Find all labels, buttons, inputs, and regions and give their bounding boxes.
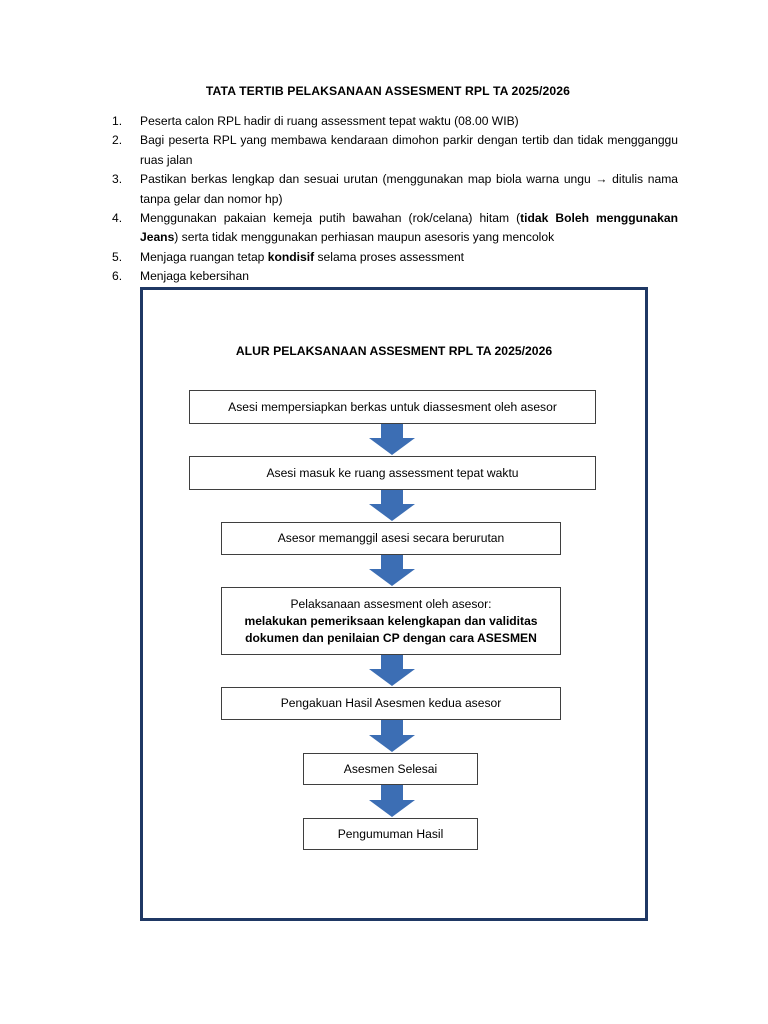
flow-arrow-6 — [369, 785, 415, 817]
flow-arrow-5 — [369, 720, 415, 752]
arrow-shaft — [381, 720, 403, 735]
arrow-shaft — [381, 490, 403, 504]
list-item-number: 3. — [112, 172, 123, 187]
list-item: 5. Menjaga ruangan tetap kondisif selama… — [112, 248, 678, 267]
list-item-number: 4. — [112, 211, 123, 226]
arrow-shaft — [381, 655, 403, 669]
rules-list: 1. Peserta calon RPL hadir di ruang asse… — [112, 112, 678, 287]
list-item-text-plain: Menggunakan pakaian kemeja putih bawahan… — [140, 211, 521, 226]
list-item-text: Menjaga kebersihan — [140, 269, 249, 284]
arrow-shaft — [381, 424, 403, 438]
flow-arrow-2 — [369, 490, 415, 521]
list-item: 3. Pastikan berkas lengkap dan sesuai ur… — [112, 170, 678, 209]
list-item-text: Bagi peserta RPL yang membawa kendaraan … — [140, 133, 678, 167]
flow-step-4-line-1: Pelaksanaan assesment oleh asesor: — [290, 596, 492, 611]
list-item: 1. Peserta calon RPL hadir di ruang asse… — [112, 112, 678, 131]
flow-step-7: Pengumuman Hasil — [303, 818, 478, 850]
arrow-head — [369, 504, 415, 521]
list-item: 4. Menggunakan pakaian kemeja putih bawa… — [112, 209, 678, 248]
flow-arrow-3 — [369, 555, 415, 586]
arrow-head — [369, 569, 415, 586]
list-item-text-plain-tail: selama proses assessment — [314, 249, 465, 264]
flow-step-4: Pelaksanaan assesment oleh asesor: melak… — [221, 587, 561, 655]
flow-step-4-line-3: dokumen dan penilaian CP dengan cara ASE… — [245, 630, 537, 645]
arrow-shaft — [381, 555, 403, 569]
page-title: TATA TERTIB PELAKSANAAN ASSESMENT RPL TA… — [205, 84, 571, 98]
list-item-text: Menjaga ruangan tetap kondisif selama pr… — [140, 250, 464, 264]
flow-arrow-4 — [369, 655, 415, 686]
flow-step-6: Asesmen Selesai — [303, 753, 478, 785]
flow-step-3: Asesor memanggil asesi secara berurutan — [221, 522, 561, 555]
flowchart-frame: ALUR PELAKSANAAN ASSESMENT RPL TA 2025/2… — [140, 287, 648, 921]
arrow-head — [369, 735, 415, 752]
flow-step-1: Asesi mempersiapkan berkas untuk diasses… — [189, 390, 596, 424]
list-item-text-bold: kondisif — [267, 249, 315, 264]
arrow-head — [369, 669, 415, 686]
list-item-text-bold: tidak Boleh menggunakan Jeans — [140, 211, 678, 245]
list-item-number: 6. — [112, 269, 123, 284]
list-item-text: Pastikan berkas lengkap dan sesuai uruta… — [140, 172, 678, 206]
list-item-text-plain: Menjaga ruangan tetap — [140, 249, 268, 264]
arrow-head — [369, 438, 415, 455]
arrow-head — [369, 800, 415, 817]
list-item-number: 2. — [112, 133, 123, 148]
list-item: 2. Bagi peserta RPL yang membawa kendara… — [112, 131, 678, 170]
arrow-shaft — [381, 785, 403, 800]
list-item-text-plain-tail: ) serta tidak menggunakan perhiasan maup… — [174, 230, 555, 245]
flow-arrow-1 — [369, 424, 415, 455]
list-item-text: Peserta calon RPL hadir di ruang assessm… — [140, 114, 519, 128]
flow-step-5: Pengakuan Hasil Asesmen kedua asesor — [221, 687, 561, 720]
list-item-number: 5. — [112, 249, 123, 264]
list-item-text: Menggunakan pakaian kemeja putih bawahan… — [140, 209, 678, 248]
flow-step-4-line-2: melakukan pemeriksaan kelengkapan dan va… — [244, 613, 538, 628]
flowchart-title: ALUR PELAKSANAAN ASSESMENT RPL TA 2025/2… — [235, 344, 553, 358]
list-item-number: 1. — [112, 114, 123, 128]
list-item: 6. Menjaga kebersihan — [112, 267, 678, 286]
flow-step-2: Asesi masuk ke ruang assessment tepat wa… — [189, 456, 596, 490]
